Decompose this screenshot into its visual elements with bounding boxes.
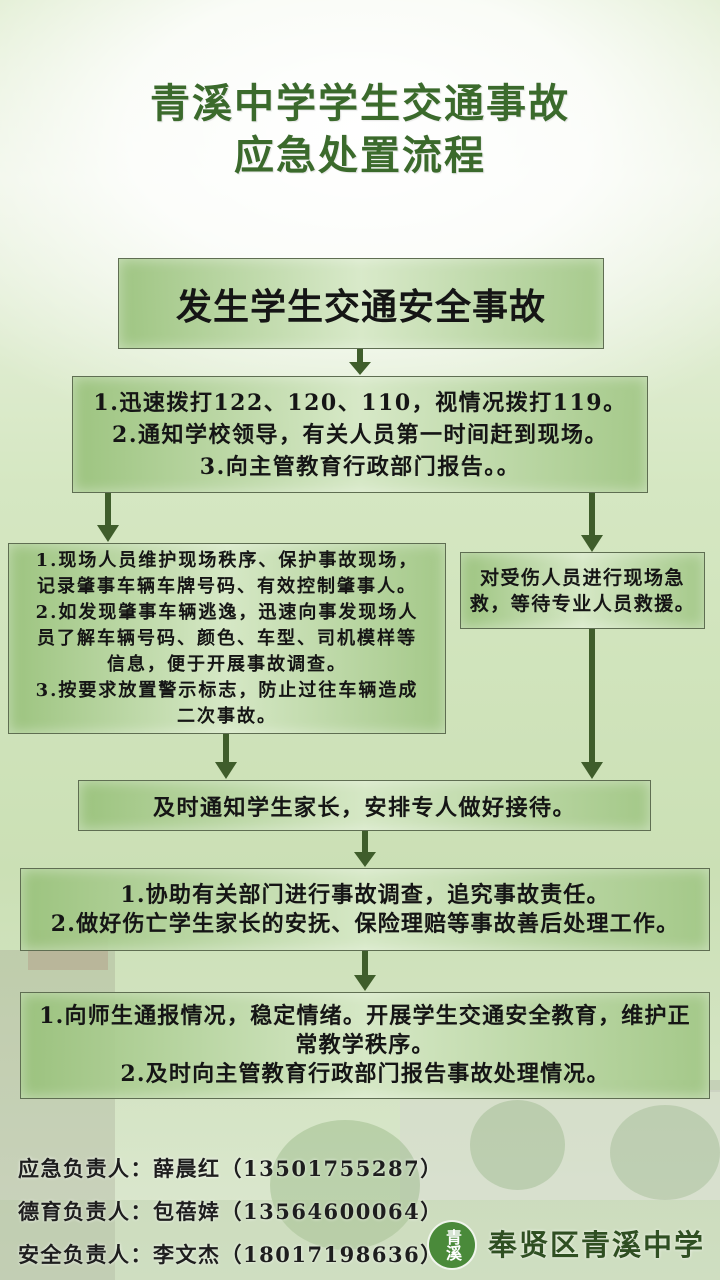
contact-role: 应急负责人： [18,1156,153,1181]
arrow-initial-to-scene [97,493,119,542]
arrow-first-aid-to-notify [581,629,603,779]
arrow-notify-to-investigation [354,831,376,867]
flow-line: 及时通知学生家长，安排专人做好接待。 [153,790,576,822]
flow-line: 2.做好伤亡学生家长的安抚、保险理赔等事故善后处理工作。 [51,910,680,939]
contact-phone: （18017198636） [221,1242,443,1267]
flow-line: 2.及时向主管教育行政部门报告事故处理情况。 [120,1060,609,1089]
contact-row: 应急负责人：薛晨红（13501755287） [18,1147,443,1190]
flow-box-start: 发生学生交通安全事故 [118,258,604,349]
flow-box-first-aid: 对受伤人员进行现场急 救，等待专业人员救援。 [460,552,705,629]
flow-line: 1.向师生通报情况，稳定情绪。开展学生交通安全教育，维护正 [39,1002,691,1031]
page-title: 青溪中学学生交通事故 应急处置流程 [0,78,720,182]
arrow-initial-to-first-aid [581,493,603,552]
flow-line: 1.迅速拨打122、120、110，视情况拨打119。 [93,387,626,419]
arrow-scene-to-notify [215,734,237,779]
title-line-1: 青溪中学学生交通事故 [0,78,720,130]
flow-line: 救，等待专业人员救援。 [470,591,696,617]
tree-shape [610,1105,720,1200]
contact-name: 薛晨红 [153,1156,221,1181]
flow-box-aftermath: 1.向师生通报情况，稳定情绪。开展学生交通安全教育，维护正 常教学秩序。 2.及… [20,992,710,1099]
flow-line: 员了解车辆号码、颜色、车型、司机模样等 [37,626,417,652]
contact-phone: （13501755287） [221,1156,443,1181]
flow-line: 1.现场人员维护现场秩序、保护事故现场， [36,548,419,574]
school-seal-logo: 青溪 [429,1222,475,1268]
flow-line: 对受伤人员进行现场急 [480,565,685,591]
flow-line: 二次事故。 [177,704,277,730]
title-line-2: 应急处置流程 [0,130,720,182]
contact-row: 安全负责人：李文杰（18017198636） [18,1233,443,1276]
flow-line: 3.向主管教育行政部门报告。。 [200,451,520,483]
contact-name: 包蓓婞 [153,1199,221,1224]
flow-box-initial-response: 1.迅速拨打122、120、110，视情况拨打119。 2.通知学校领导，有关人… [72,376,648,493]
contact-row: 德育负责人：包蓓婞（13564600064） [18,1190,443,1233]
flow-line: 信息，便于开展事故调查。 [107,652,347,678]
flow-line: 常教学秩序。 [295,1031,434,1060]
flow-box-notify-parents: 及时通知学生家长，安排专人做好接待。 [78,780,651,831]
flow-box-investigation: 1.协助有关部门进行事故调查，追究事故责任。 2.做好伤亡学生家长的安抚、保险理… [20,868,710,951]
arrow-start-to-initial [349,349,371,375]
flow-line: 2.如发现肇事车辆逃逸，迅速向事发现场人 [36,600,419,626]
school-name-logo: 奉贤区青溪中学 [488,1228,705,1262]
tree-shape [470,1100,565,1190]
flow-line: 3.按要求放置警示标志，防止过往车辆造成 [36,678,419,704]
flow-line: 1.协助有关部门进行事故调查，追究事故责任。 [120,881,609,910]
flow-line: 2.通知学校领导，有关人员第一时间赶到现场。 [112,419,608,451]
contact-list: 应急负责人：薛晨红（13501755287） 德育负责人：包蓓婞（1356460… [18,1147,443,1276]
flow-line: 记录肇事车辆车牌号码、有效控制肇事人。 [37,574,417,600]
contact-role: 德育负责人： [18,1199,153,1224]
flow-box-start-text: 发生学生交通安全事故 [176,278,546,330]
contact-role: 安全负责人： [18,1242,153,1267]
contact-phone: （13564600064） [221,1199,443,1224]
seal-text: 青溪 [443,1229,461,1261]
contact-name: 李文杰 [153,1242,221,1267]
flow-box-scene-control: 1.现场人员维护现场秩序、保护事故现场， 记录肇事车辆车牌号码、有效控制肇事人。… [8,543,446,734]
